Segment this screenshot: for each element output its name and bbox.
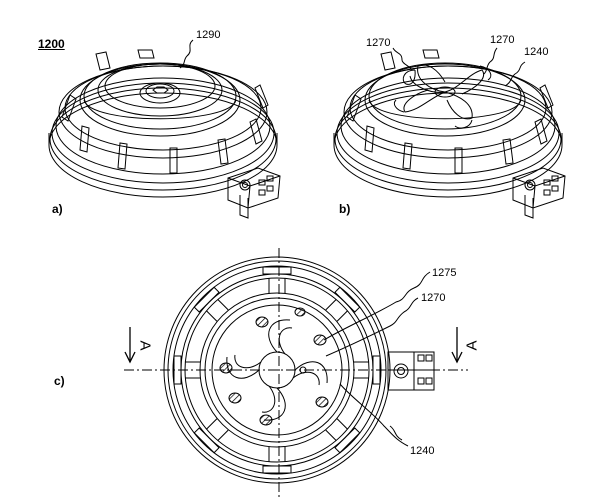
spiral-arm <box>268 319 293 355</box>
ref-1275: 1275 <box>432 267 457 279</box>
view-c-plan <box>124 248 468 498</box>
ref-1240-b: 1240 <box>524 46 549 58</box>
spiral-arm <box>292 361 328 386</box>
ref-1240-c: 1240 <box>410 445 435 457</box>
spiral-arm <box>226 354 262 379</box>
ref-1270-right: 1270 <box>490 34 515 46</box>
ref-1290: 1290 <box>196 29 221 41</box>
view-a-perspective <box>48 39 281 219</box>
section-mark-right: A <box>463 340 481 351</box>
panel-label-a: a) <box>52 202 63 216</box>
figure-number: 1200 <box>38 37 65 51</box>
section-mark-left: A <box>136 340 154 351</box>
ref-1270-left: 1270 <box>366 37 391 49</box>
panel-label-c: c) <box>54 374 65 388</box>
panel-label-b: b) <box>339 202 351 216</box>
ref-1270-c: 1270 <box>421 292 446 304</box>
view-b-perspective <box>333 47 566 219</box>
